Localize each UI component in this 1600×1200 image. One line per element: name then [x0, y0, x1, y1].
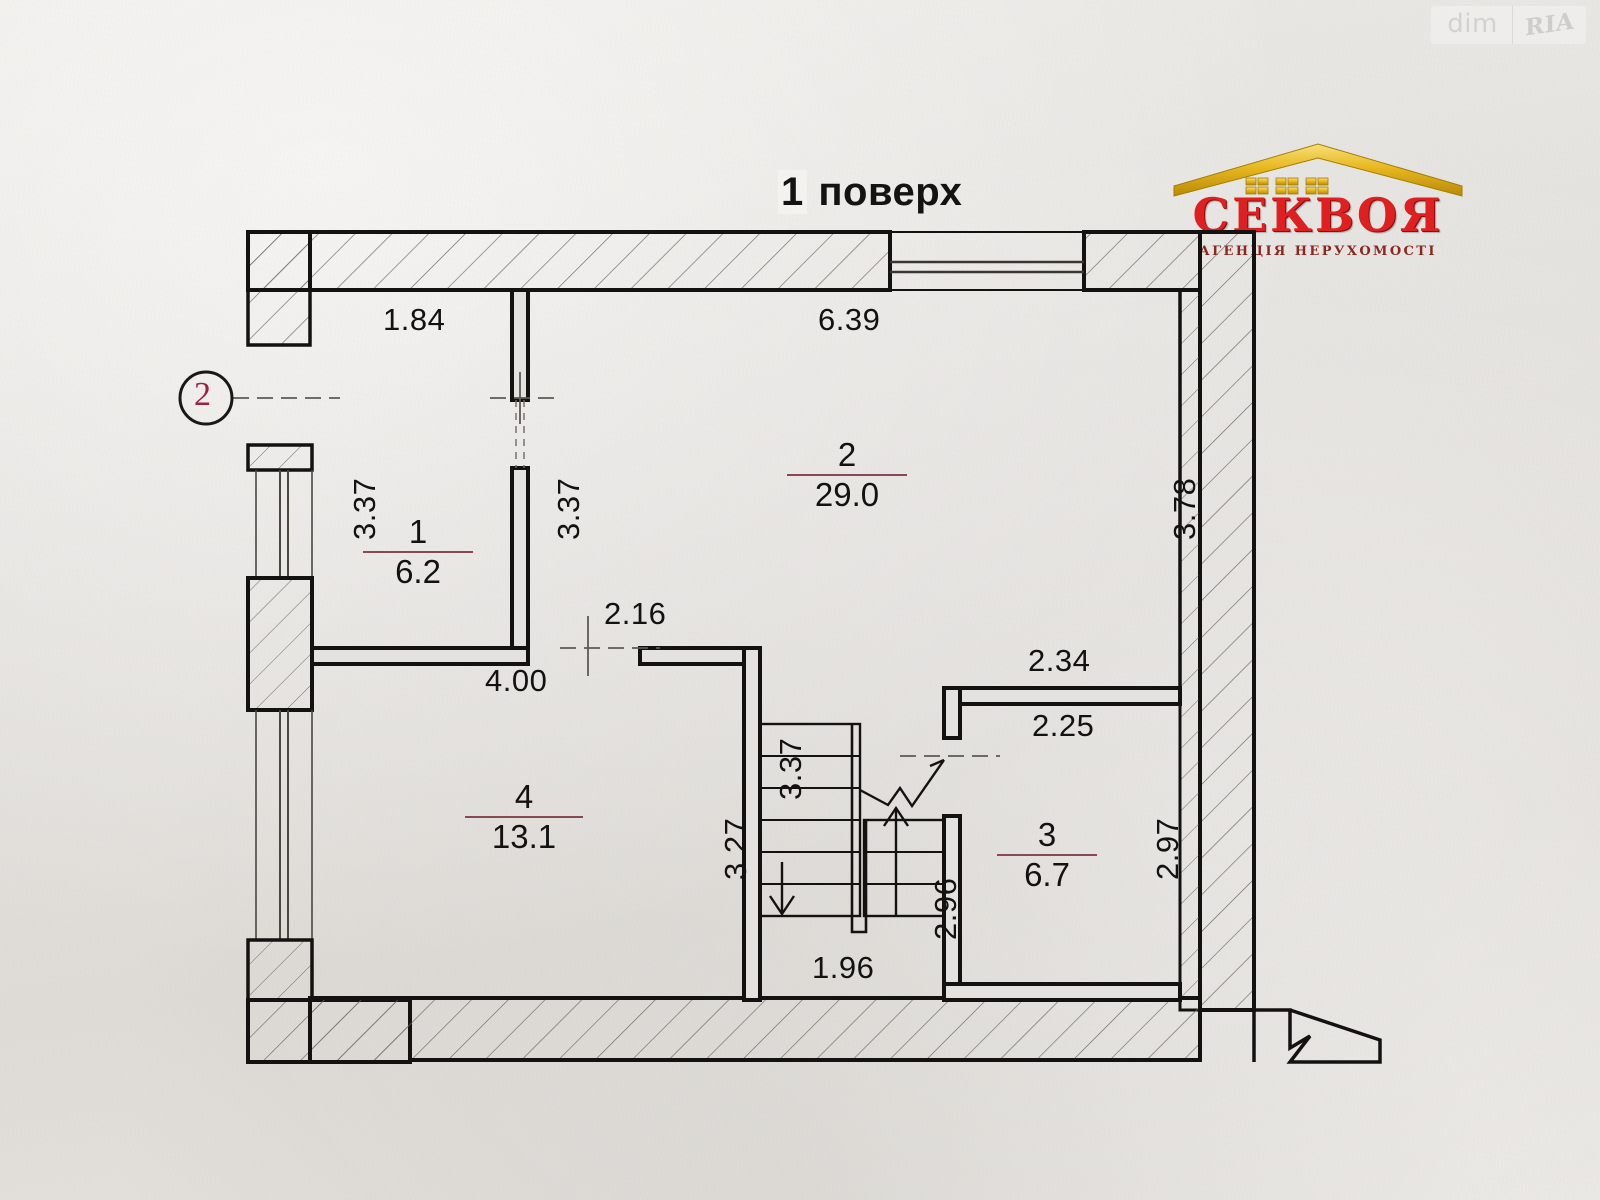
wall-exterior-bottom [246, 996, 1202, 1064]
dimension-room3-outer-width: 2.34 [1028, 643, 1091, 678]
watermark-divider [1511, 6, 1513, 44]
dimension-stair-width: 1.96 [812, 950, 875, 985]
wall-exterior-left [246, 443, 314, 1002]
watermark: dim RIA [1431, 6, 1586, 44]
room-2-number: 2 [837, 436, 857, 473]
boundary-line-right [1200, 230, 1256, 1010]
page-title-floor-number: 1 [778, 170, 807, 214]
wall-partition-room1-room4 [310, 646, 530, 666]
room-1-area: 6.2 [395, 553, 441, 590]
room-label-2: 2 29.0 [782, 438, 912, 513]
room-3-area: 6.7 [1024, 856, 1070, 893]
room-4-number: 4 [514, 778, 534, 815]
window-top [890, 231, 1084, 291]
dimension-room2-width: 6.39 [818, 302, 881, 337]
staircase [758, 722, 946, 934]
room-1-underline [363, 551, 473, 553]
room-4-underline [465, 816, 583, 818]
wall-exterior-top-right [1082, 230, 1202, 292]
axis-marker-2 [178, 370, 234, 426]
window-left-upper [255, 470, 313, 578]
page-title: 1 поверх [778, 170, 962, 215]
room-4-area: 13.1 [491, 818, 557, 855]
axis-lines [233, 372, 1000, 757]
wall-exterior-left-upper-pier [246, 230, 312, 347]
wall-partition-room1-room2 [510, 288, 530, 662]
room-1-number: 1 [408, 513, 428, 550]
door-room3 [929, 758, 945, 768]
window-left-lower [255, 710, 313, 940]
room-label-3: 3 6.7 [992, 818, 1102, 893]
logo-roof-icon [1173, 143, 1463, 197]
dimension-room1-width: 1.84 [383, 302, 446, 337]
watermark-dim-label: dim [1447, 9, 1498, 39]
wall-partition-room4-stairs [742, 646, 762, 1002]
axis-marker-2-label: 2 [194, 376, 211, 413]
room-3-number: 3 [1037, 816, 1057, 853]
break-line-bottom-right [1200, 1008, 1382, 1064]
dimension-room2-right-height: 3.78 [1167, 477, 1202, 540]
wall-exterior-right [1178, 230, 1256, 1012]
room-label-1: 1 6.2 [358, 515, 478, 590]
logo-subtitle: АГЕНЦІЯ НЕРУХОМОСТІ [1199, 244, 1437, 259]
room-2-area: 29.0 [814, 476, 880, 513]
dimension-room2-left-height: 3.37 [551, 477, 586, 540]
room-3-underline [997, 854, 1097, 856]
room-label-4: 4 13.1 [460, 780, 588, 855]
dimension-stair-height: 3.37 [773, 737, 808, 800]
stair-direction-up-arrow [883, 805, 909, 916]
dimension-room4-height: 3.27 [718, 817, 753, 880]
wall-partition-room3 [942, 686, 1182, 1002]
dimension-stair-run: 2.96 [928, 877, 963, 940]
wall-exterior-top-left [246, 230, 892, 292]
page-title-rest: поверх [806, 170, 963, 214]
dimension-corridor-width: 2.16 [604, 596, 667, 631]
dimension-room4-width: 4.00 [485, 663, 548, 698]
stair-direction-down-arrow [769, 862, 795, 917]
dimension-room3-height: 2.97 [1150, 817, 1185, 880]
room-2-underline [787, 474, 907, 476]
dimension-room3-inner-width: 2.25 [1032, 708, 1095, 743]
